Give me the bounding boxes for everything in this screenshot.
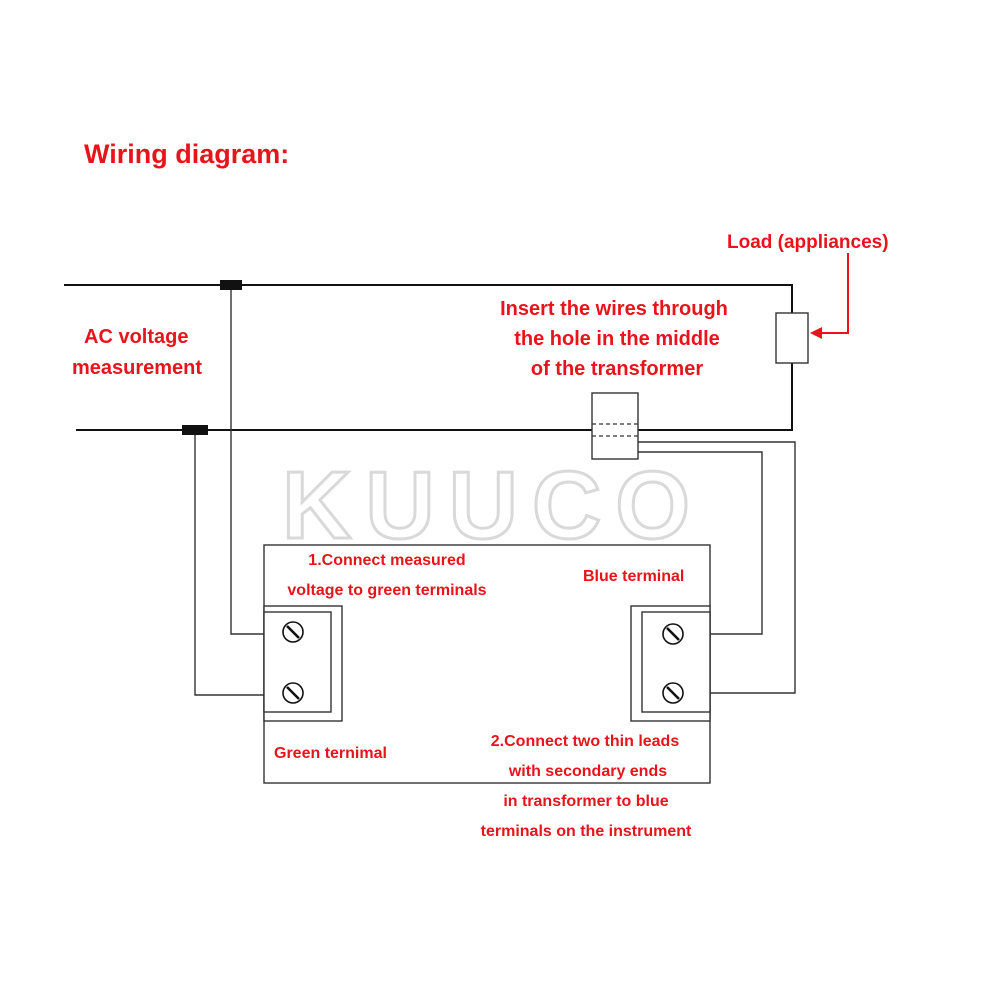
voltage-lead-bottom <box>194 435 280 696</box>
blue-terminal-label: Blue terminal <box>583 568 684 585</box>
insert-label-line3: of the transformer <box>531 358 703 380</box>
load-arrow-head <box>810 327 822 339</box>
secondary-lead-1 <box>638 451 763 635</box>
insert-label-line2: the hole in the middle <box>514 328 720 350</box>
bottom-line-wire <box>76 363 793 431</box>
page-title: Wiring diagram: <box>84 139 289 169</box>
green-terminal-label: Green ternimal <box>274 745 387 762</box>
step2-label-line4: terminals on the instrument <box>481 823 692 840</box>
blue-terminal-block <box>630 605 711 722</box>
top-tap-connector <box>220 280 242 290</box>
ac-label-line2: measurement <box>72 357 202 379</box>
load-arrow-line <box>818 253 849 334</box>
green-terminal-block <box>263 605 343 722</box>
watermark: KUUCO <box>282 452 704 559</box>
step2-label-line1: 2.Connect two thin leads <box>491 733 680 750</box>
step1-label-line1: 1.Connect measured <box>308 552 465 569</box>
screw-icon <box>662 623 684 645</box>
resistor-icon <box>775 312 809 364</box>
current-transformer-icon <box>591 392 639 460</box>
secondary-lead-2 <box>638 441 796 694</box>
ac-label-line1: AC voltage <box>84 326 188 348</box>
step1-label-line2: voltage to green terminals <box>287 582 486 599</box>
screw-icon <box>282 682 304 704</box>
bottom-tap-connector <box>182 425 208 435</box>
load-label: Load (appliances) <box>727 232 889 253</box>
top-line-wire <box>64 284 793 313</box>
step2-label-line2: with secondary ends <box>508 763 667 780</box>
insert-label-line1: Insert the wires through <box>500 298 728 320</box>
screw-icon <box>662 682 684 704</box>
step2-label-line3: in transformer to blue <box>503 793 668 810</box>
screw-icon <box>282 621 304 643</box>
